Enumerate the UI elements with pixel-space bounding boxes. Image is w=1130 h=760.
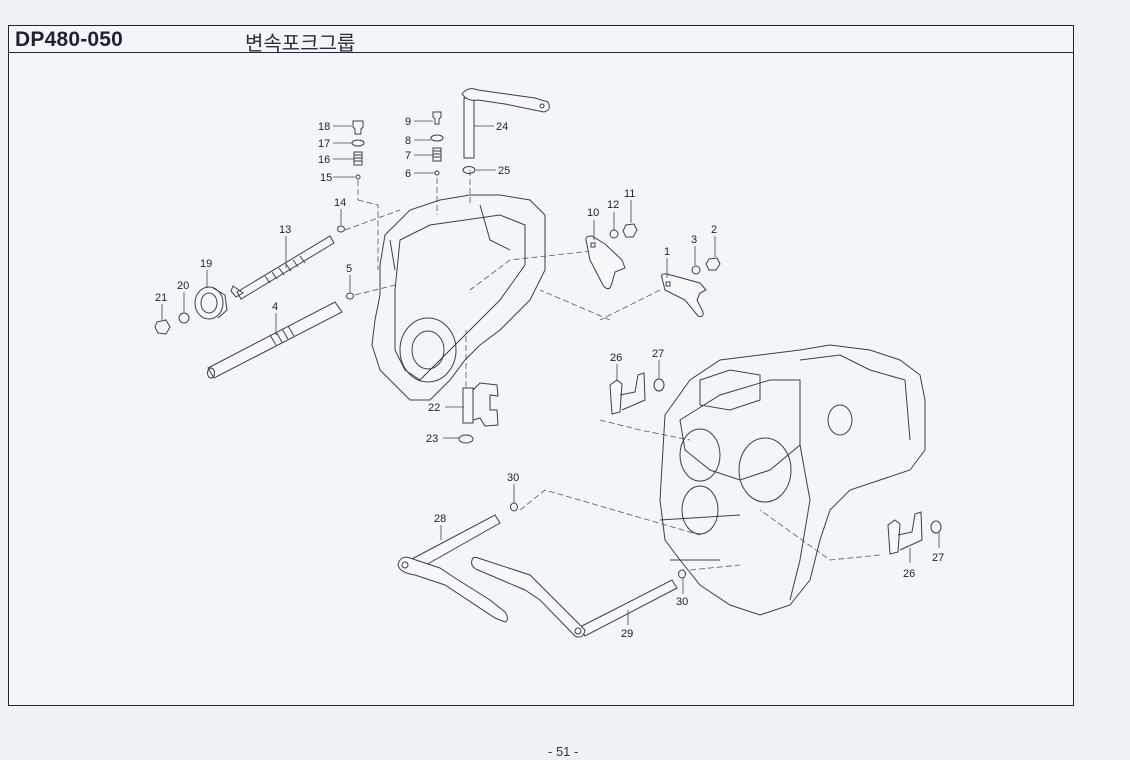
- callout-4: 4: [272, 301, 278, 313]
- part-30-o-ring: [510, 502, 518, 512]
- callout-27-lower: 27: [932, 552, 944, 564]
- callout-28: 28: [434, 513, 446, 525]
- leader-lines: [161, 120, 940, 625]
- callout-15: 15: [320, 172, 332, 184]
- callout-2: 2: [711, 224, 717, 236]
- callout-8: 8: [405, 135, 411, 147]
- callout-17: 17: [318, 138, 330, 150]
- part-23-o-ring: [458, 434, 474, 444]
- part-21-nut: [154, 319, 171, 335]
- part-28-lever-arm: [397, 514, 508, 623]
- detent-stack-left: [351, 120, 365, 180]
- part-10-plate: [585, 235, 626, 290]
- part-24-lever-shaft: [461, 88, 550, 159]
- part-25-o-ring: [462, 166, 476, 174]
- callout-26-upper: 26: [610, 352, 622, 364]
- part-26-shift-fork: [609, 372, 646, 415]
- callout-26-lower: 26: [903, 568, 915, 580]
- callout-3: 3: [691, 234, 697, 246]
- header-bar: DP480-050 변속포크그룹: [9, 26, 1073, 55]
- part-22-shift-fork: [462, 382, 499, 427]
- part-2-nut: [705, 257, 721, 271]
- callout-21: 21: [155, 292, 167, 304]
- callout-30-upper: 30: [507, 472, 519, 484]
- callout-16: 16: [318, 154, 330, 166]
- part-group-title: 변속포크그룹: [245, 31, 356, 55]
- front-housing: [371, 194, 546, 401]
- callout-labels: 18 17 16 15 9 8 7 6 24 25 14 5 13 4 19 2…: [155, 116, 944, 640]
- main-housing: [659, 344, 926, 616]
- part-19-collar: [194, 286, 228, 320]
- part-29-lever-arm: [471, 556, 678, 638]
- callout-9: 9: [405, 116, 411, 128]
- callout-23: 23: [426, 433, 438, 445]
- callout-5: 5: [346, 263, 352, 275]
- callout-19: 19: [200, 258, 212, 270]
- part-1-plate: [661, 273, 707, 317]
- part-13-shift-shaft: [230, 235, 335, 300]
- callout-29: 29: [621, 628, 633, 640]
- callout-1: 1: [664, 246, 670, 258]
- callout-13: 13: [279, 224, 291, 236]
- callout-27-upper: 27: [652, 348, 664, 360]
- part-26-shift-fork-lower: [887, 511, 923, 555]
- detent-stack-right: [430, 111, 444, 176]
- callout-18: 18: [318, 121, 330, 133]
- part-5-o-ring: [346, 292, 354, 300]
- callout-10: 10: [587, 207, 599, 219]
- callout-11: 11: [624, 188, 635, 200]
- part-20-washer: [178, 312, 190, 324]
- callout-22: 22: [428, 402, 440, 414]
- callout-14: 14: [334, 197, 346, 209]
- part-12-washer: [609, 229, 619, 239]
- part-3-washer: [691, 265, 701, 275]
- part-27-o-ring-lower: [930, 520, 942, 534]
- part-group-code: DP480-050: [15, 28, 124, 51]
- callout-6: 6: [405, 168, 411, 180]
- page-number: - 51 -: [548, 744, 579, 759]
- part-11-nut: [622, 223, 638, 238]
- callout-24: 24: [496, 121, 508, 133]
- callout-12: 12: [607, 199, 619, 211]
- part-30-o-ring-lower: [678, 569, 686, 579]
- callout-25: 25: [498, 165, 510, 177]
- callout-20: 20: [177, 280, 189, 292]
- callout-30-lower: 30: [676, 596, 688, 608]
- part-4-shift-shaft: [207, 301, 343, 379]
- callout-7: 7: [405, 150, 411, 162]
- part-27-o-ring: [653, 378, 665, 392]
- part-14-o-ring: [337, 225, 345, 233]
